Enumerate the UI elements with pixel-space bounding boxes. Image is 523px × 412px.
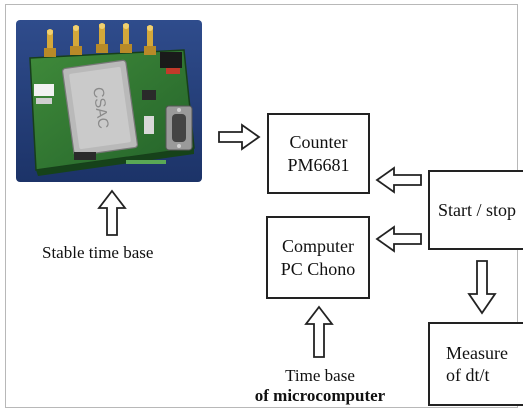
- arrow-time-base-up: [304, 305, 334, 358]
- start-stop-box: Start / stop: [428, 170, 523, 250]
- measure-box: Measure of dt/t: [428, 322, 523, 406]
- counter-box-title: Counter: [289, 132, 348, 152]
- arrow-stable-time-base-up: [97, 189, 127, 236]
- computer-box: Computer PC Chono: [266, 216, 370, 299]
- start-stop-box-label: Start / stop: [438, 199, 517, 220]
- time-base-label: Time base: [285, 366, 355, 385]
- csac-module: CSAC: [61, 59, 139, 157]
- measure-box-subtitle: of dt/t: [446, 365, 490, 385]
- counter-box: Counter PM6681: [267, 113, 370, 194]
- arrow-start-stop-to-computer: [375, 225, 422, 253]
- time-base-caption: Time base of microcomputer: [240, 366, 400, 407]
- stable-time-base-caption: Stable time base: [42, 243, 153, 263]
- arrow-start-stop-to-counter: [375, 166, 422, 194]
- computer-box-title: Computer: [282, 236, 354, 256]
- counter-box-model: PM6681: [287, 154, 350, 175]
- measure-box-title: Measure: [446, 342, 508, 363]
- csac-chip-label: CSAC: [89, 86, 112, 130]
- csac-board-illustration: CSAC: [16, 20, 202, 182]
- stable-time-base-label: Stable time base: [42, 243, 154, 262]
- csac-board-photo: CSAC: [16, 20, 202, 182]
- sma-connectors: [44, 23, 156, 57]
- power-connector: [160, 52, 182, 68]
- arrow-board-to-counter: [218, 123, 261, 151]
- microcomputer-label: of microcomputer: [254, 386, 386, 406]
- db9-connector: [165, 105, 193, 151]
- arrow-start-stop-to-measure: [467, 260, 497, 315]
- computer-box-subtitle: PC Chono: [280, 258, 356, 279]
